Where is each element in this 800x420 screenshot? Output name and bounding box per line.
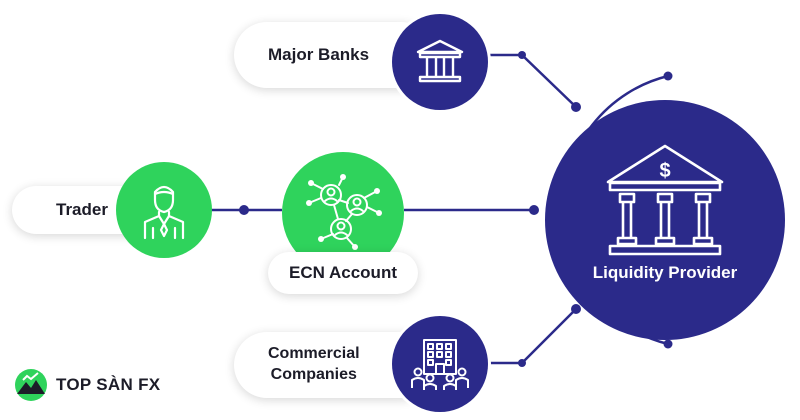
trader-node — [116, 162, 212, 258]
major-banks-text: Major Banks — [268, 45, 370, 64]
junction-dot — [529, 205, 539, 215]
ecn-account-text: ECN Account — [289, 263, 397, 282]
junction-dot — [571, 304, 581, 314]
junction-dot — [518, 359, 526, 367]
trader-text: Trader — [56, 200, 108, 219]
junction-dot — [239, 205, 249, 215]
liquidity-provider-text: Liquidity Provider — [592, 263, 738, 282]
junction-dot — [518, 51, 526, 59]
commercial-connector — [488, 308, 577, 365]
junction-dot — [663, 71, 673, 81]
ecn-account-label: ECN Account — [268, 252, 418, 294]
liquidity-provider-node: $ — [545, 100, 785, 340]
brand-logo: TOP SÀN FX — [14, 368, 160, 402]
major-banks-node — [392, 14, 488, 110]
commercial-text-line1: Commercial — [268, 345, 360, 363]
banks-connector — [488, 53, 577, 108]
building-icon — [411, 339, 469, 390]
brand-name: TOP SÀN FX — [56, 375, 161, 394]
commercial-companies-node — [392, 316, 488, 412]
junction-dot — [663, 339, 673, 349]
mountain-logo-icon — [15, 369, 47, 401]
svg-text:$: $ — [659, 160, 670, 182]
person-icon — [143, 185, 185, 240]
commercial-text-line2: Companies — [270, 366, 357, 383]
bank-icon — [416, 39, 464, 83]
junction-dot — [571, 102, 581, 112]
bank-dollar-icon: $ — [606, 144, 724, 256]
network-icon — [306, 174, 382, 250]
